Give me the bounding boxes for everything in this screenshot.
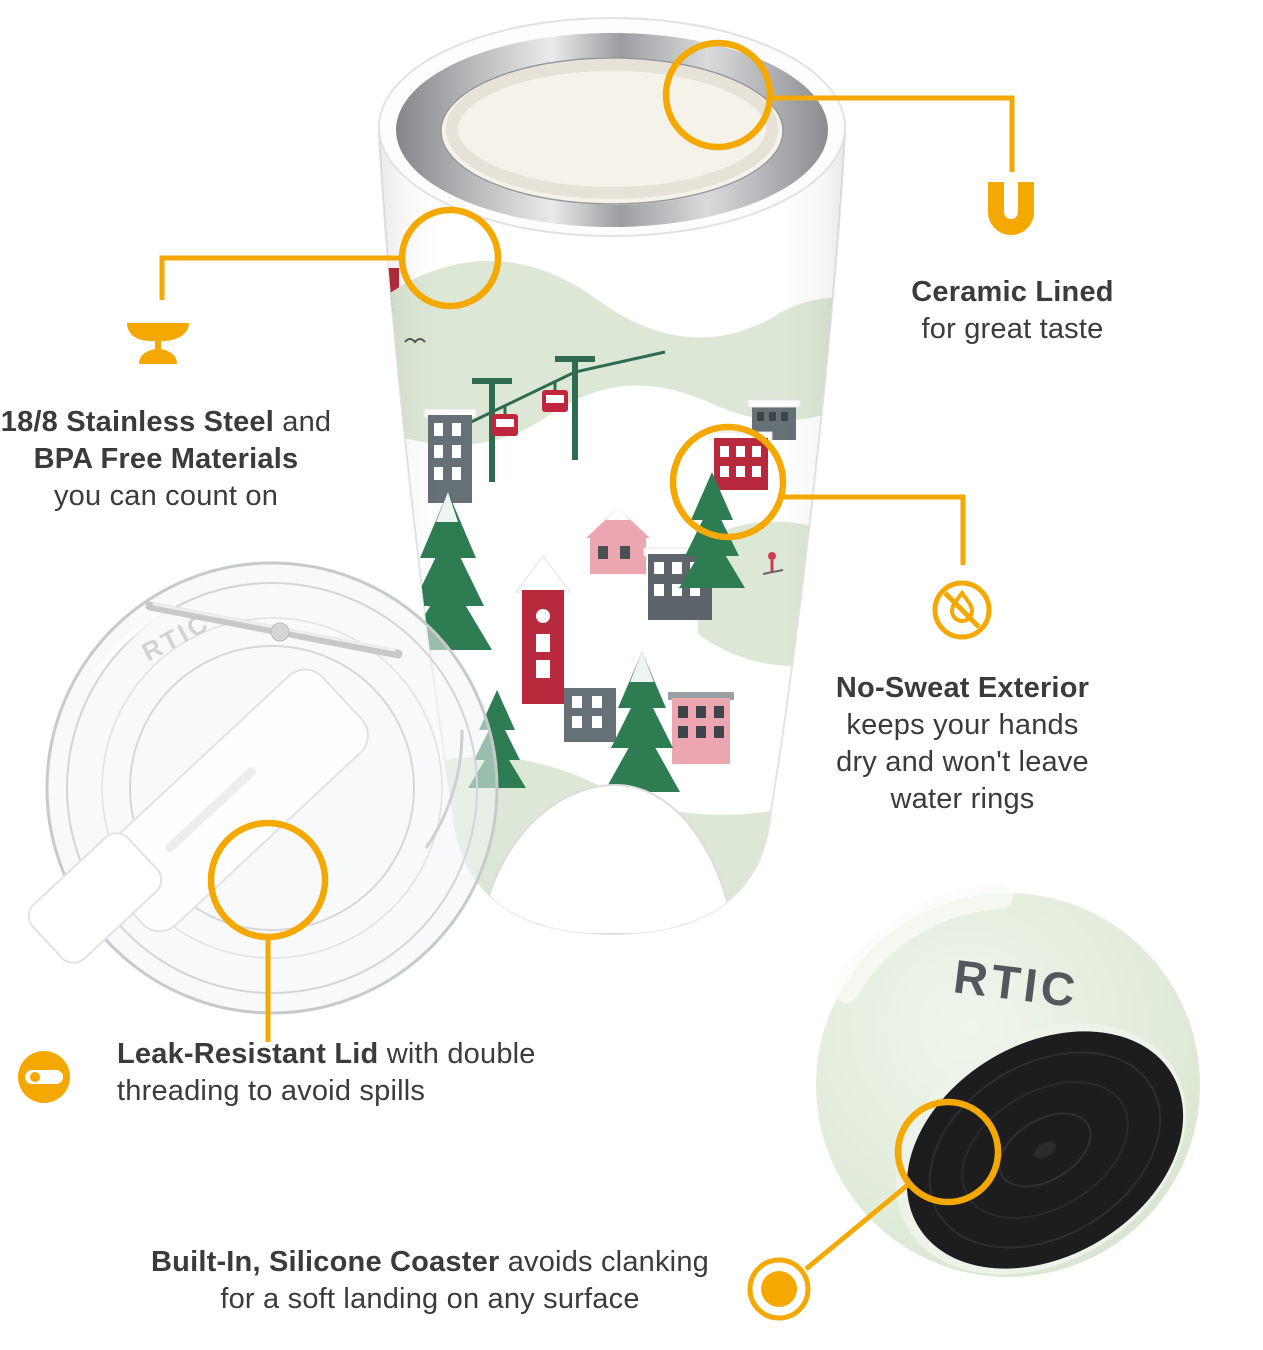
no-sweat-title: No-Sweat Exterior	[835, 672, 1090, 704]
stainless-callout-ring	[398, 206, 502, 310]
no-sweat-line-2: dry and won't leave	[836, 746, 1089, 778]
no-sweat-callout: No-Sweat Exterior keeps your hands dry a…	[800, 670, 1125, 818]
coaster-callout-ring	[894, 1098, 1002, 1206]
coaster-bold: Built-In, Silicone Coaster	[151, 1246, 500, 1278]
lid-callout-ring	[207, 819, 329, 941]
coaster-icon	[746, 1256, 812, 1322]
coaster-regular: avoids clanking	[499, 1246, 709, 1278]
droplet-slash-icon	[930, 578, 994, 642]
stainless-callout-line	[159, 255, 402, 300]
stainless-line-3: you can count on	[53, 480, 279, 512]
anvil-icon	[118, 318, 196, 370]
no-sweat-callout-line	[781, 494, 966, 565]
no-sweat-line-1: keeps your hands	[846, 709, 1079, 741]
coaster-line-2: for a soft landing on any surface	[220, 1283, 640, 1315]
ceramic-lined-subtitle: for great taste	[921, 313, 1104, 345]
leak-line-2: threading to avoid spills	[117, 1075, 426, 1107]
tumbler-illustration	[377, 17, 847, 936]
slider-tab	[27, 832, 163, 964]
no-sweat-line-3: water rings	[890, 783, 1035, 815]
callout-lines	[159, 95, 1015, 1271]
tumbler-bottom-illustration: RTIC	[816, 883, 1200, 1277]
ceramic-callout-line	[770, 95, 1015, 172]
leak-resistant-lid-callout: Leak-Resistant Lid with double threading…	[117, 1036, 597, 1110]
ceramic-callout-ring	[662, 39, 774, 151]
ceramic-lined-callout: Ceramic Lined for great taste	[850, 274, 1175, 348]
stainless-steel-callout: 18/8 Stainless Steel and BPA Free Materi…	[0, 404, 332, 515]
stainless-line-2: BPA Free Materials	[33, 443, 299, 475]
leak-line-1: Leak-Resistant Lid with double	[117, 1036, 597, 1073]
stainless-regular-1: and	[273, 406, 332, 438]
silicone-coaster-callout: Built-In, Silicone Coaster avoids clanki…	[140, 1244, 720, 1318]
leak-bold: Leak-Resistant Lid	[117, 1038, 379, 1070]
lid-slider-icon	[15, 1048, 73, 1106]
coaster-line-1: Built-In, Silicone Coaster avoids clanki…	[140, 1244, 720, 1281]
ski-village-pattern	[379, 135, 845, 934]
no-sweat-callout-ring	[669, 423, 787, 541]
stainless-bold-1: 18/8 Stainless Steel	[0, 406, 274, 438]
coaster-callout-line	[804, 1182, 911, 1271]
silicone-base	[895, 1023, 1186, 1275]
stainless-line-1: 18/8 Stainless Steel and	[0, 404, 332, 441]
ceramic-lined-title: Ceramic Lined	[911, 276, 1114, 308]
callout-rings	[207, 39, 1002, 1206]
ceramic-interior	[441, 59, 783, 205]
magnet-icon	[982, 178, 1040, 240]
leak-regular: with double	[378, 1038, 536, 1070]
lid-illustration: RTIC	[27, 561, 499, 1015]
